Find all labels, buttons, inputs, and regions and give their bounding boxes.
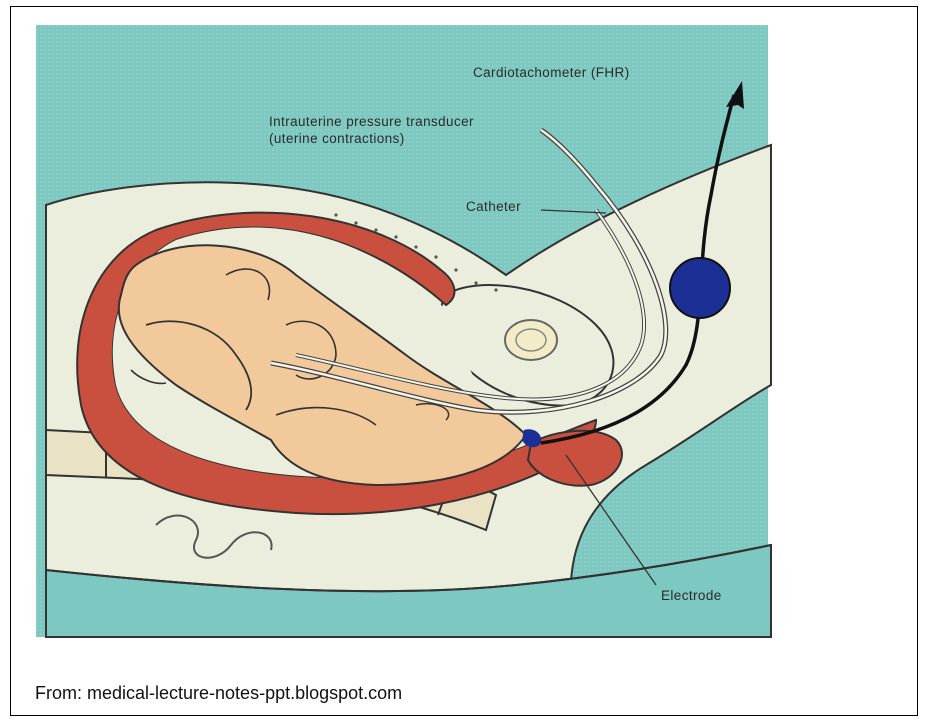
figure-frame: Cardiotachometer (FHR) Intrauterine pres… xyxy=(10,6,918,716)
label-cardiotachometer: Cardiotachometer (FHR) xyxy=(473,65,630,80)
label-transducer-line2: (uterine contractions) xyxy=(269,131,405,146)
source-caption: From: medical-lecture-notes-ppt.blogspot… xyxy=(35,683,402,704)
label-catheter: Catheter xyxy=(466,199,521,214)
pubic-bone xyxy=(505,320,557,360)
fetal-monitoring-illustration: Cardiotachometer (FHR) Intrauterine pres… xyxy=(36,25,776,650)
label-transducer-line1: Intrauterine pressure transducer xyxy=(269,114,474,129)
cardiotachometer-transducer xyxy=(670,258,730,318)
label-electrode: Electrode xyxy=(661,588,722,603)
